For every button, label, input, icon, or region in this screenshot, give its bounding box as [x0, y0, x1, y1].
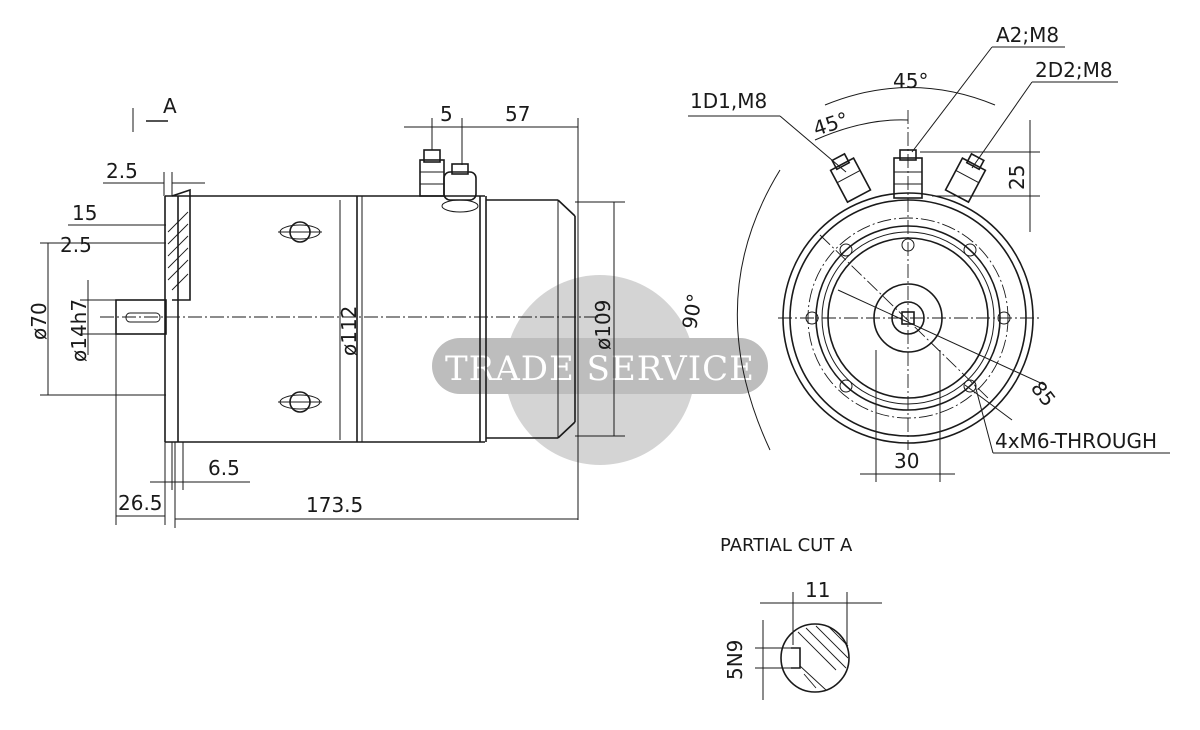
label-angle-inner: 45° [810, 107, 851, 141]
dim-57: 57 [505, 102, 530, 126]
dim-26-5: 26.5 [118, 491, 163, 515]
label-25: 25 [1005, 165, 1029, 190]
cut-dim-11: 11 [805, 578, 830, 602]
terminal-studs-side [419, 149, 479, 213]
body-bolt-bottom [278, 391, 322, 413]
dim-d70: ø70 [27, 302, 51, 340]
cut-key-5n9: 5N9 [723, 640, 747, 680]
trade-service-watermark: TRADE SERVICE [432, 275, 768, 465]
label-angle-outer: 45° [893, 69, 928, 93]
label-30: 30 [894, 449, 919, 473]
body-bolt-top [278, 221, 322, 243]
dim-5: 5 [440, 102, 453, 126]
label-1d1-m8: 1D1,M8 [690, 89, 767, 113]
dim-15: 15 [72, 201, 97, 225]
dim-d112: ø112 [337, 306, 361, 356]
shaft-hatch [797, 625, 849, 691]
label-90: 90° [677, 292, 707, 331]
watermark-band [432, 338, 768, 394]
dim-d109: ø109 [591, 300, 615, 350]
label-85: 85 [1026, 376, 1061, 411]
side-view: A 2.5 15 2.5 ø70 ø14h7 ø112 ø109 [27, 94, 625, 528]
label-2d2-m8: 2D2;M8 [1035, 58, 1113, 82]
watermark-text: TRADE SERVICE [445, 349, 755, 389]
end-view: A2;M8 2D2;M8 1D1,M8 45° 45° 25 90° 85 4x… [677, 23, 1170, 482]
partial-cut-title: PARTIAL CUT A [720, 535, 853, 556]
dim-2-5-mid: 2.5 [60, 233, 92, 257]
dim-173-5: 173.5 [306, 493, 363, 517]
label-4xm6-through: 4xM6-THROUGH [995, 429, 1157, 453]
dim-2-5-top: 2.5 [106, 159, 138, 183]
flange-hatch [167, 211, 189, 291]
label-a2-m8: A2;M8 [996, 23, 1059, 47]
dim-d14h7: ø14h7 [67, 299, 91, 362]
dim-6-5: 6.5 [208, 456, 240, 480]
section-marker-a: A [163, 94, 177, 118]
partial-cut-a: PARTIAL CUT A 11 5N9 [720, 535, 882, 700]
